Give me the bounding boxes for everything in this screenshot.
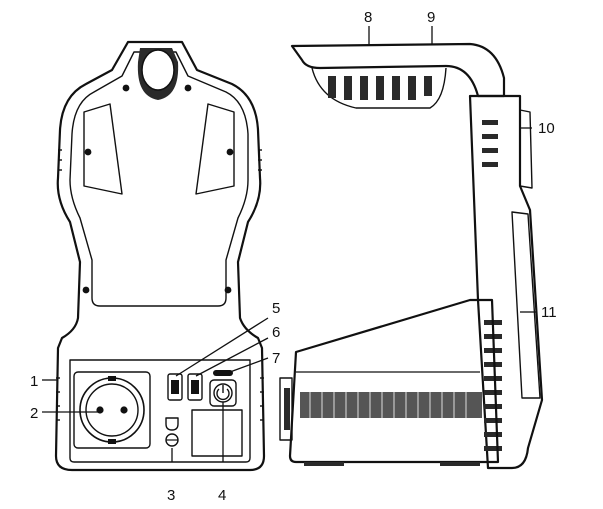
screw-icon xyxy=(122,84,130,92)
front-handle-hole xyxy=(141,49,175,91)
front-view xyxy=(54,40,266,472)
ac-pin-hole-icon xyxy=(120,406,128,414)
front-side-ribs xyxy=(56,149,264,421)
side-grille-lines xyxy=(309,392,467,418)
side-foot-rear xyxy=(440,462,480,466)
callout-10: 10 xyxy=(538,120,555,137)
callout-5: 5 xyxy=(272,300,280,317)
power-icon xyxy=(216,388,230,401)
ground-clip-icon xyxy=(108,376,116,381)
usb-port-a-tongue xyxy=(171,380,179,394)
side-base-grille xyxy=(300,392,482,418)
ac-outlet-frame xyxy=(73,371,151,449)
front-inner-panel xyxy=(69,51,249,307)
side-rear-panel-top xyxy=(519,109,533,189)
indicator-lamp-icon xyxy=(165,417,179,431)
side-foot-front xyxy=(304,462,344,466)
callout-6: 6 xyxy=(272,324,280,341)
callout-2: 2 xyxy=(30,405,38,422)
callout-11: 11 xyxy=(541,304,557,321)
callout-9: 9 xyxy=(427,9,435,26)
ac-outlet-socket xyxy=(79,377,145,443)
side-handle-grip xyxy=(311,67,447,109)
screw-icon xyxy=(224,286,232,294)
screw-icon xyxy=(226,148,234,156)
side-column-outline xyxy=(468,94,544,470)
label-area xyxy=(191,409,243,457)
callout-7: 7 xyxy=(272,350,280,367)
side-front-plug xyxy=(279,377,293,441)
side-handle-outline xyxy=(290,42,506,98)
side-grip-ribs xyxy=(328,76,432,100)
callout-3: 3 xyxy=(167,487,175,504)
callout-leaders xyxy=(42,26,536,462)
usb-port-b-tongue xyxy=(191,380,199,394)
front-left-grip xyxy=(83,103,123,195)
usb-c-port xyxy=(213,370,233,376)
front-body-outline xyxy=(54,40,266,472)
usb-port-b xyxy=(187,373,203,401)
side-front-plug-face xyxy=(284,388,290,430)
side-base-outline xyxy=(288,298,500,464)
side-rear-panel-bottom xyxy=(511,211,541,399)
front-right-grip xyxy=(195,103,235,195)
screw-icon xyxy=(82,286,90,294)
screw-icon xyxy=(184,84,192,92)
ac-outlet-inner xyxy=(85,383,139,437)
callout-8: 8 xyxy=(364,9,372,26)
ground-clip-icon xyxy=(108,439,116,444)
callout-1: 1 xyxy=(30,373,38,390)
side-view xyxy=(279,42,544,470)
front-lower-panel xyxy=(69,359,251,463)
screw-icon xyxy=(84,148,92,156)
usb-port-a xyxy=(167,373,183,401)
callout-labels: 1 2 3 4 5 6 7 8 9 10 11 xyxy=(30,9,557,504)
callout-4: 4 xyxy=(218,487,226,504)
